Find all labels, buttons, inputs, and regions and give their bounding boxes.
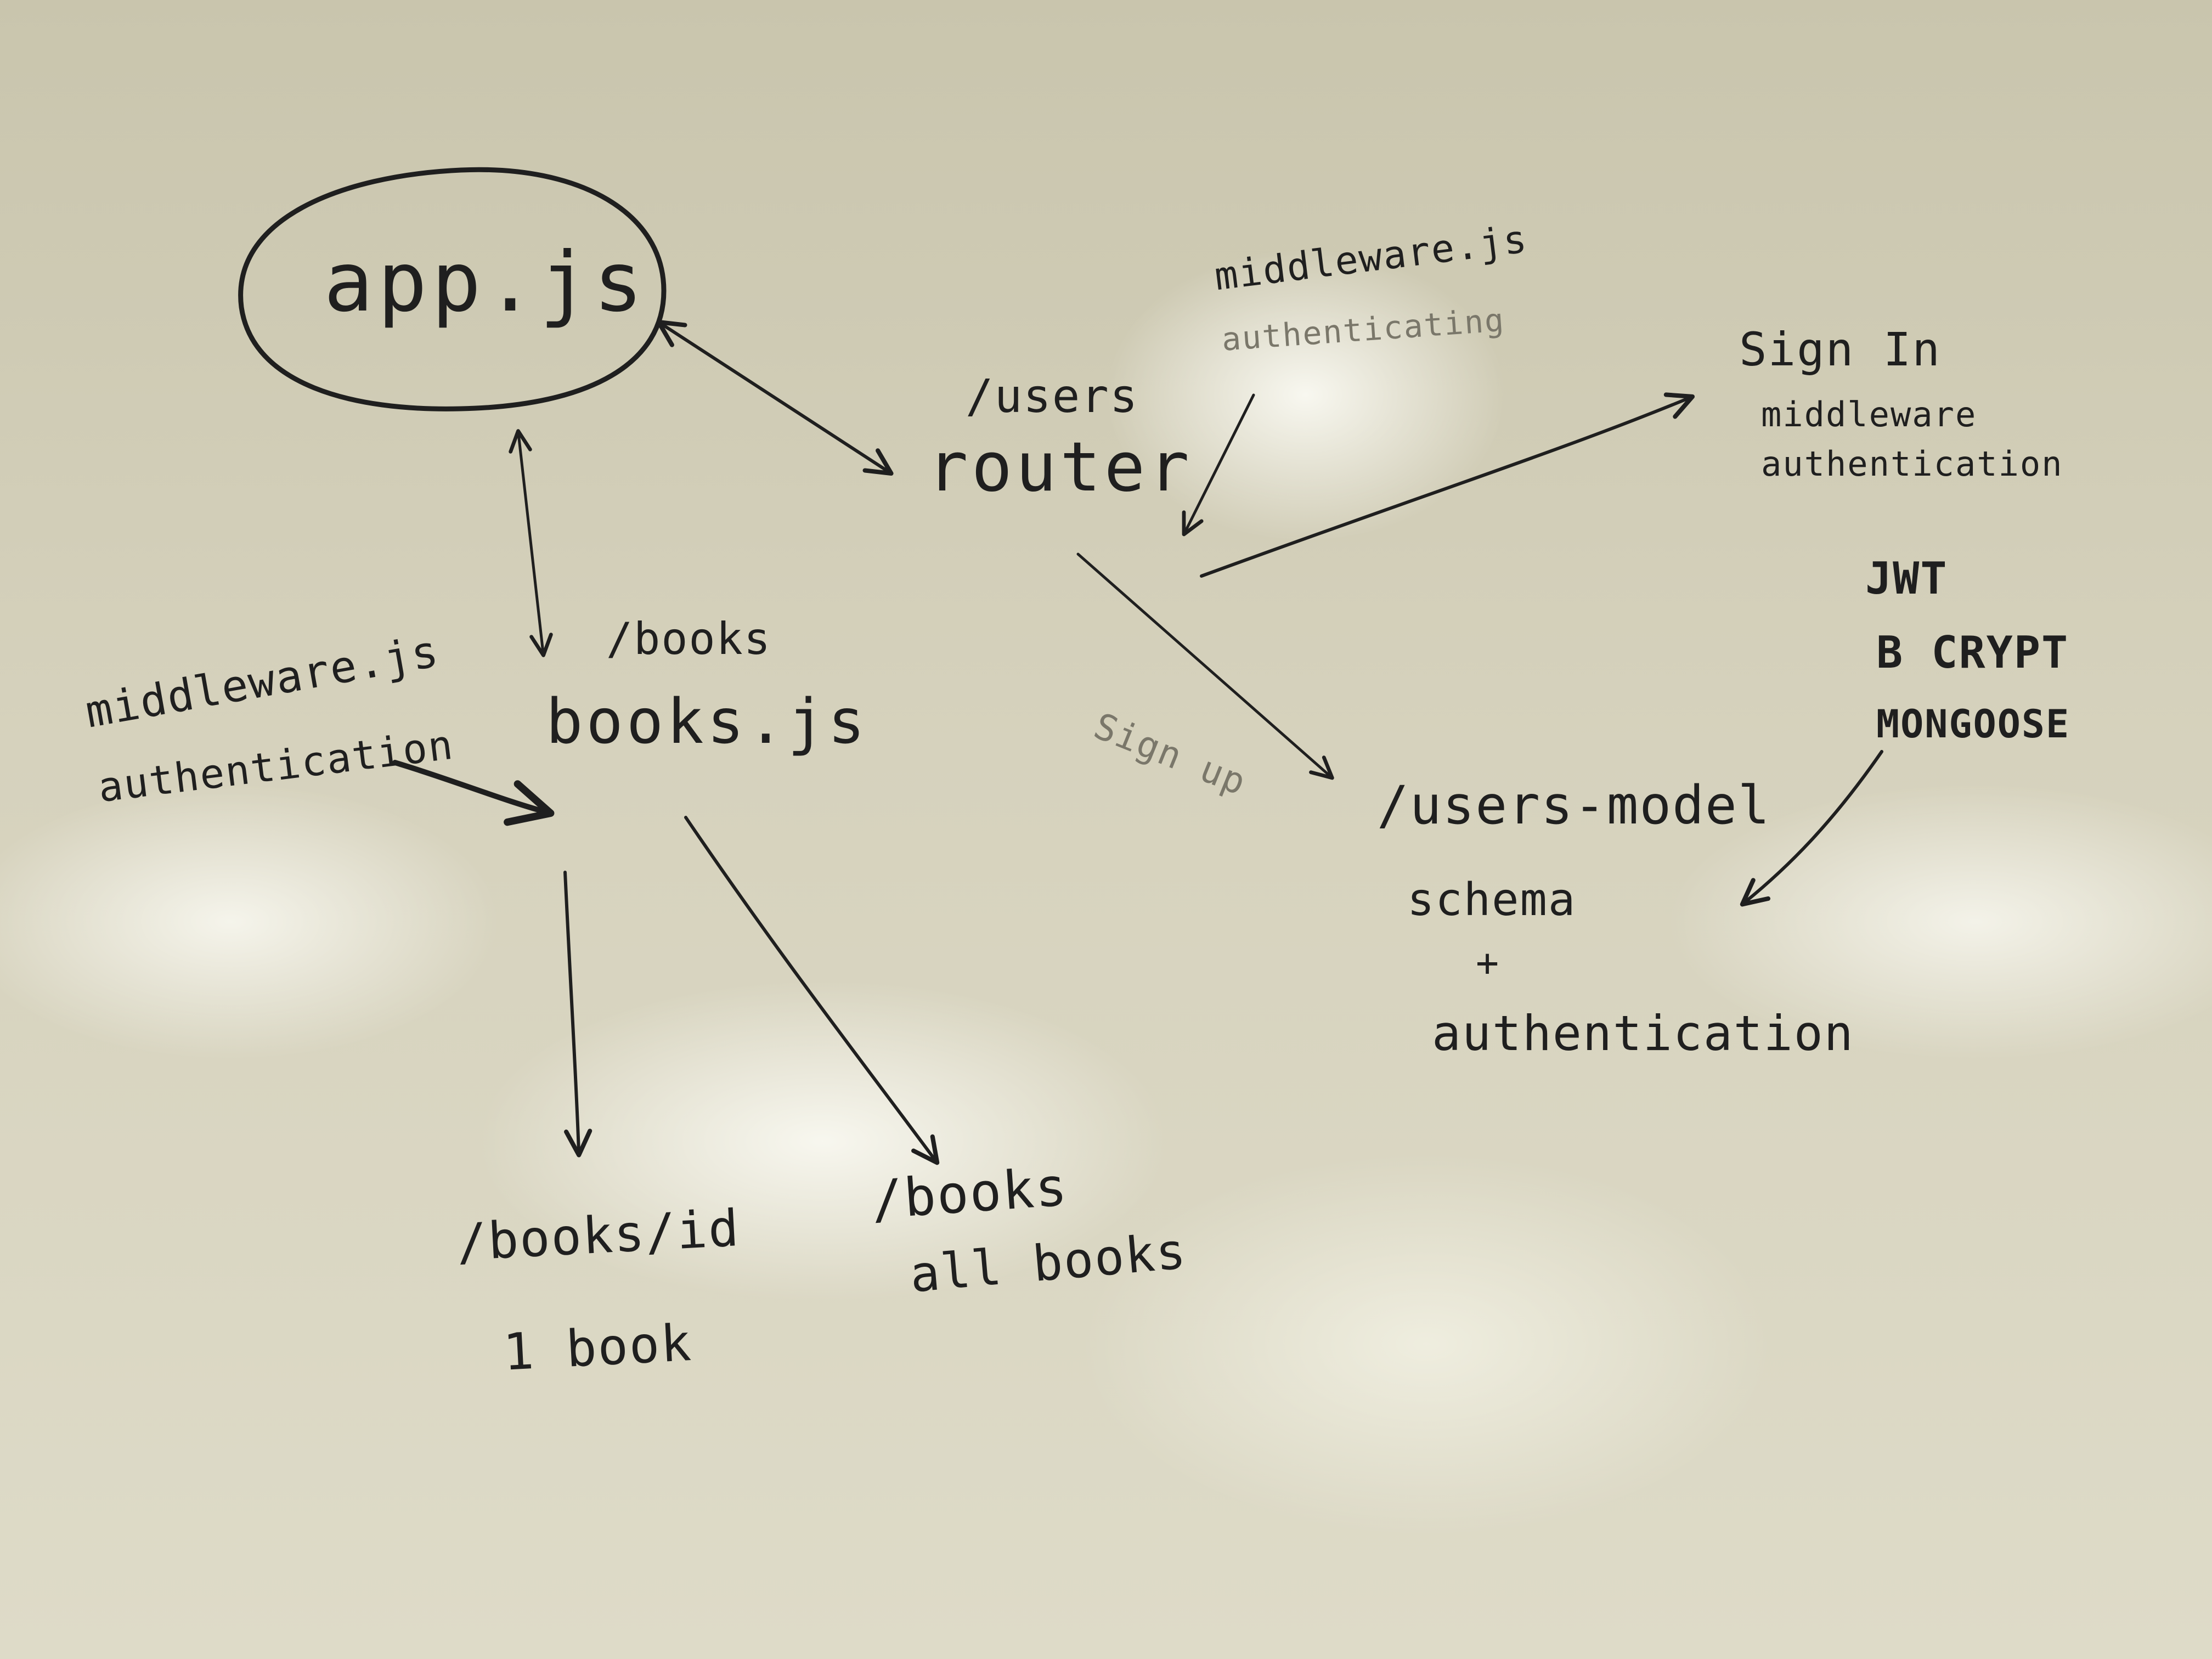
sign-in-middleware-label: middleware <box>1761 394 1977 435</box>
router-label: router <box>927 428 1193 507</box>
schema-label: schema <box>1407 874 1577 926</box>
mongoose-label: MONGOOSE <box>1876 702 2070 747</box>
books-route-label: /books <box>606 613 771 664</box>
arrow-app-router <box>656 320 894 476</box>
sign-in-authentication-label: authentication <box>1761 444 2063 484</box>
app-js-label: app.js <box>324 235 647 330</box>
arrow-books-id <box>563 871 592 1158</box>
users-model-label: /users-model <box>1377 775 1771 836</box>
books-all-route-label: /books <box>869 1155 1070 1231</box>
arrow-router-signin <box>1200 392 1695 578</box>
books-js-label: books.js <box>546 686 868 758</box>
one-book-label: 1 book <box>501 1313 694 1382</box>
jwt-label: JWT <box>1865 553 1948 604</box>
arrow-router-model <box>1076 552 1334 780</box>
arrow-middleware-books <box>392 760 555 826</box>
arrow-books-all <box>684 816 940 1165</box>
model-authentication-label: authentication <box>1432 1005 1854 1062</box>
bcrypt-label: B CRYPT <box>1876 627 2069 678</box>
users-route-label: /users <box>966 369 1139 423</box>
arrow-libs-model <box>1740 750 1883 907</box>
app-oval <box>238 167 667 411</box>
arrow-app-books <box>509 429 553 657</box>
plus-label: + <box>1476 940 1500 985</box>
arrow-middleware-router <box>1182 393 1255 537</box>
sign-in-label: Sign In <box>1739 323 1942 376</box>
books-id-label: /books/id <box>455 1198 741 1272</box>
